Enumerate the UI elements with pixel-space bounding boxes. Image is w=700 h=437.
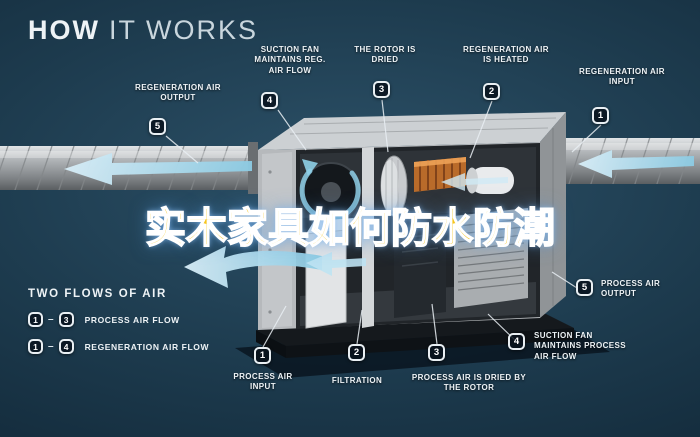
- suction-fan: [299, 159, 361, 222]
- title-light: IT WORKS: [108, 15, 258, 45]
- callout-badge-5-left: 5: [149, 118, 166, 135]
- legend-heading: TWO FLOWS OF AIR: [28, 288, 167, 300]
- callout-badge-5-right: 5: [576, 279, 593, 296]
- callout-badge-3-bottom: 3: [428, 344, 445, 361]
- legend-badge-from: 1: [28, 339, 43, 354]
- title-bold: HOW: [28, 15, 100, 45]
- callout-label-regen-air-heated: REGENERATION AIR IS HEATED: [463, 45, 549, 65]
- callout-label-filtration: FILTRATION: [331, 376, 383, 385]
- callout-badge-4-top: 4: [261, 92, 278, 109]
- legend-label-regeneration: REGENERATION AIR FLOW: [84, 341, 210, 352]
- legend-separator: –: [48, 341, 54, 352]
- rotor: [380, 155, 408, 217]
- leader-lines: [165, 99, 602, 348]
- callout-badge-2-bottom: 2: [348, 344, 365, 361]
- callout-label-regen-air-input: REGENERATION AIR INPUT: [579, 67, 665, 87]
- callout-label-suction-fan-reg: SUCTION FAN MAINTAINS REG. AIR FLOW: [254, 45, 326, 75]
- lower-ducting: [305, 208, 528, 329]
- page-title: HOW IT WORKS: [28, 15, 258, 46]
- legend: TWO FLOWS OF AIR 1 – 3 PROCESS AIR FLOW …: [28, 288, 209, 366]
- airflow-arrows: [64, 150, 694, 288]
- callout-badge-4-right: 4: [508, 333, 525, 350]
- legend-badge-from: 1: [28, 312, 43, 327]
- legend-badge-to: 4: [58, 339, 74, 354]
- callout-badge-1-right: 1: [592, 107, 609, 124]
- callout-label-process-air-output: PROCESS AIR OUTPUT: [601, 279, 661, 299]
- callout-badge-1-bottom: 1: [254, 347, 271, 364]
- legend-row-regeneration: 1 – 4 REGENERATION AIR FLOW: [28, 339, 209, 354]
- callout-badge-2-top: 2: [483, 83, 500, 100]
- callout-label-rotor-is-dried: THE ROTOR IS DRIED: [354, 45, 416, 65]
- callout-label-regeneration-air-output: REGENERATION AIR OUTPUT: [135, 83, 221, 103]
- callout-label-process-air-input: PROCESS AIR INPUT: [233, 372, 293, 392]
- legend-label-process: PROCESS AIR FLOW: [84, 314, 180, 325]
- legend-badge-to: 3: [58, 312, 74, 327]
- watermark-text: 实木家具如何防水防潮: [144, 204, 556, 252]
- callout-label-suction-fan-process: SUCTION FAN MAINTAINS PROCESS AIR FLOW: [534, 331, 626, 361]
- divider-panel: [362, 147, 374, 328]
- callout-badge-3-top: 3: [373, 81, 390, 98]
- callout-label-process-air-dried: PROCESS AIR IS DRIED BY THE ROTOR: [411, 373, 527, 393]
- legend-separator: –: [48, 314, 54, 325]
- legend-row-process: 1 – 3 PROCESS AIR FLOW: [28, 312, 209, 327]
